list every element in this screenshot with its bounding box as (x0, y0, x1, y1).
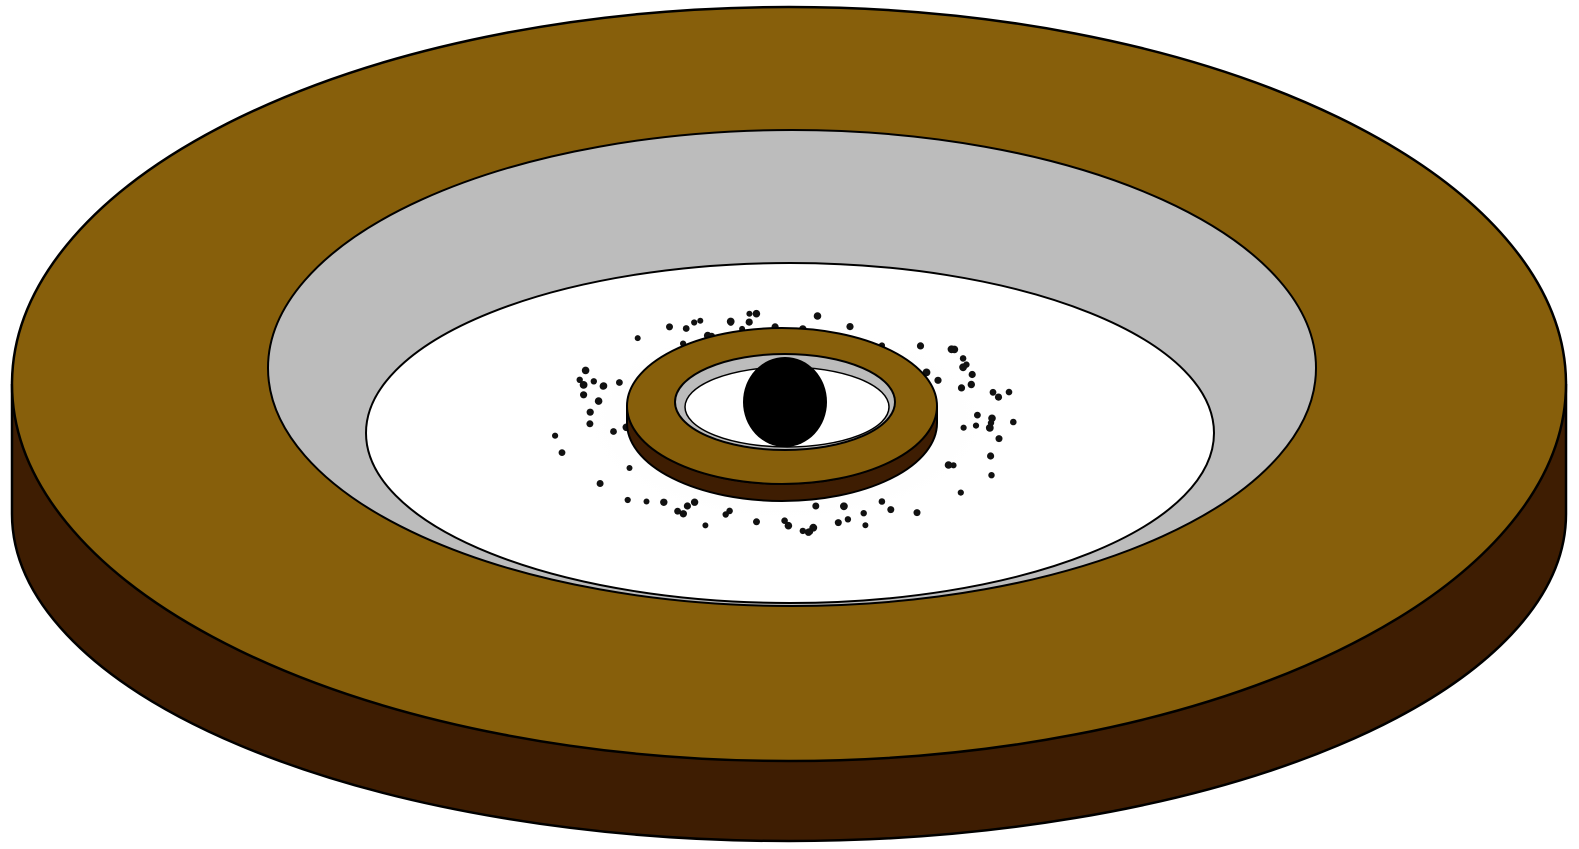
dust-grain (861, 510, 867, 516)
dust-grain (945, 461, 953, 469)
dust-grain (988, 472, 994, 478)
dust-grain (987, 452, 994, 459)
dust-grain (697, 318, 703, 324)
dust-grain (969, 371, 976, 378)
dust-grain (595, 397, 603, 405)
dust-grain (746, 311, 752, 317)
dust-grain (1006, 389, 1013, 396)
dust-grain (723, 511, 729, 517)
dust-grain (862, 522, 868, 528)
dust-grain (958, 490, 964, 496)
dust-grain (805, 529, 812, 536)
dust-grain (959, 363, 967, 371)
dust-grain (995, 394, 1002, 401)
dust-grain (691, 499, 698, 506)
dust-grain (552, 433, 558, 439)
dust-grain (968, 381, 975, 388)
dust-grain (586, 420, 593, 427)
dust-grain (753, 310, 761, 318)
dust-grain (627, 465, 633, 471)
dust-grain (879, 498, 886, 505)
dust-grain (644, 499, 650, 505)
dust-grain (1010, 419, 1017, 426)
dust-grain (934, 377, 941, 384)
dust-grain (948, 345, 956, 353)
dust-grain (887, 506, 894, 513)
dust-grain (691, 319, 697, 325)
dust-grain (591, 378, 597, 384)
dust-grain (660, 499, 667, 506)
dust-grain (616, 379, 623, 386)
dust-grain (746, 319, 753, 326)
dust-grain (917, 342, 924, 349)
dust-grain (597, 480, 604, 487)
dust-grain (727, 318, 735, 326)
dust-grain (986, 424, 994, 432)
dust-grain (582, 367, 590, 375)
dust-grain (974, 412, 981, 419)
dust-grain (914, 509, 921, 516)
dust-grain (684, 502, 691, 509)
dust-grain (840, 502, 848, 510)
dust-grain (600, 382, 607, 389)
dust-grain (587, 409, 594, 416)
dust-grain (960, 355, 967, 362)
dust-grain (580, 391, 587, 398)
dust-grain (683, 325, 690, 332)
dust-grain (702, 522, 708, 528)
dust-grain (973, 423, 979, 429)
dust-grain (990, 389, 997, 396)
dust-grain (674, 508, 681, 515)
dust-grain (610, 428, 617, 435)
dust-grain (814, 312, 822, 320)
dust-grain (988, 415, 996, 423)
dust-grain (666, 323, 673, 330)
dust-grain (753, 518, 760, 525)
dust-grain (785, 522, 793, 530)
dust-grain (961, 425, 967, 431)
dust-grain (559, 449, 566, 456)
dust-grain (577, 377, 583, 383)
dust-grain (625, 497, 631, 503)
dust-grain (635, 335, 641, 341)
dust-grain (958, 384, 965, 391)
dust-grain (845, 516, 851, 522)
dust-grain (846, 323, 853, 330)
dust-grain (996, 435, 1003, 442)
central-star (743, 357, 827, 447)
dust-grain (812, 503, 819, 510)
dust-grain (835, 519, 842, 526)
